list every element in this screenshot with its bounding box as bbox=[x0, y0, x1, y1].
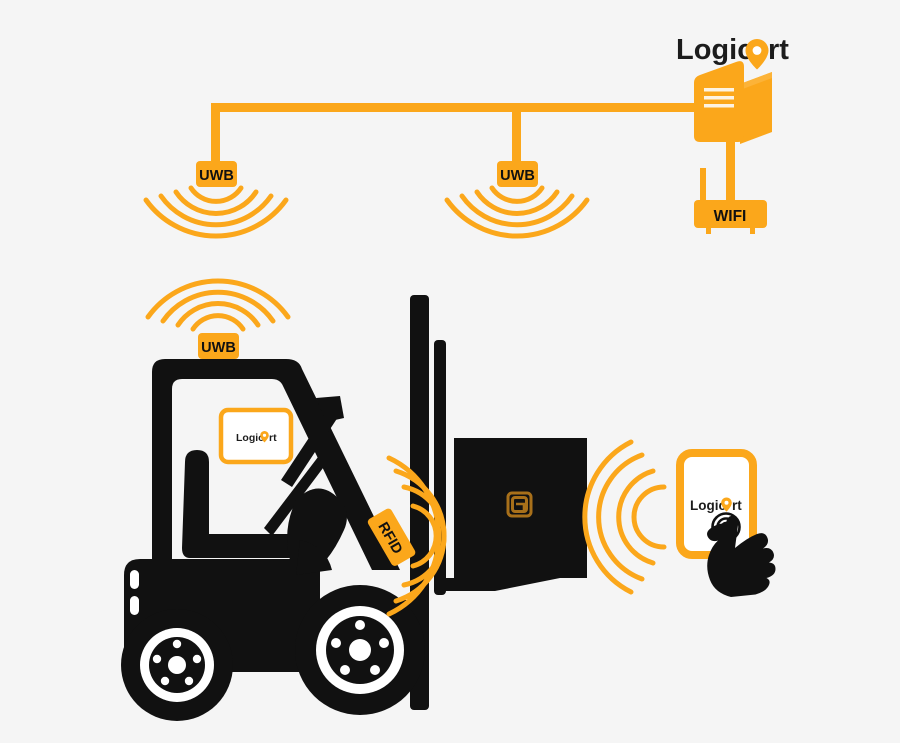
wifi-foot-right bbox=[750, 228, 755, 234]
forklift-display-brand: Logic rt bbox=[236, 431, 277, 444]
server-vent-2 bbox=[704, 96, 734, 100]
forklift-uwb-badge bbox=[198, 333, 239, 359]
bus-drop-anchor-2 bbox=[512, 103, 521, 165]
wifi-foot-left bbox=[706, 228, 711, 234]
chassis-vent-1 bbox=[130, 570, 139, 589]
sidebar-item-uwb-anchor-1[interactable]: UWB bbox=[143, 161, 289, 239]
server-rack-icon bbox=[694, 61, 772, 144]
cargo-pallet[interactable] bbox=[454, 438, 587, 578]
sidebar-item-uwb-anchor-2[interactable]: UWB bbox=[444, 161, 590, 239]
wifi-router-icon bbox=[694, 200, 767, 228]
driver-arm bbox=[296, 540, 332, 575]
forklift-uwb-tag[interactable]: UWB bbox=[145, 278, 291, 359]
server-node[interactable]: Logic rt bbox=[676, 34, 789, 144]
pallet-box bbox=[454, 438, 587, 578]
brand-pin-icon bbox=[745, 39, 769, 70]
uwb-anchor-2-label: UWB bbox=[500, 168, 535, 184]
forklift-display-prefix: Logic bbox=[236, 432, 264, 444]
forklift-display[interactable]: Logic rt bbox=[218, 407, 294, 465]
fork-tine bbox=[434, 470, 560, 591]
forklift-uwb-label: UWB bbox=[201, 340, 236, 356]
wifi-antenna-right bbox=[726, 142, 735, 204]
wifi-antenna-left bbox=[700, 168, 706, 204]
steering-column bbox=[281, 406, 340, 487]
brand-prefix: Logic bbox=[676, 34, 753, 66]
rfid-waves bbox=[386, 455, 447, 617]
server-vent-1 bbox=[704, 88, 734, 92]
uwb-anchor-1-badge bbox=[196, 161, 237, 187]
mobile-brand-suffix: rt bbox=[732, 498, 742, 513]
handheld-terminal[interactable]: Logic rt bbox=[582, 439, 776, 597]
mobile-waves bbox=[582, 439, 667, 595]
bus-trunk-horizontal bbox=[211, 103, 716, 112]
uwb-anchor-1-label: UWB bbox=[199, 168, 234, 184]
server-vent-3 bbox=[704, 104, 734, 108]
cab-frame bbox=[152, 359, 400, 570]
forklift-display-frame bbox=[218, 407, 294, 465]
uwb-anchor-2-waves bbox=[444, 185, 590, 239]
steering-wheel-spoke bbox=[264, 457, 326, 536]
mobile-screen-brand: Logic rt bbox=[690, 497, 742, 513]
chassis-vent-2 bbox=[130, 596, 139, 615]
brand-suffix: rt bbox=[768, 34, 789, 66]
mobile-brand-pin-icon bbox=[721, 497, 732, 512]
bus-drop-anchor-1 bbox=[211, 103, 220, 165]
forklift-wheel-rear bbox=[121, 609, 233, 721]
forklift-uwb-waves bbox=[145, 278, 291, 332]
wifi-label: WIFI bbox=[714, 208, 747, 225]
brand-wordmark: Logic rt bbox=[676, 34, 789, 70]
wifi-router-node[interactable]: WIFI bbox=[694, 142, 767, 234]
forklift[interactable]: Logic rt bbox=[121, 359, 425, 721]
uwb-anchor-1-waves bbox=[143, 185, 289, 239]
hand-pointer-icon bbox=[707, 515, 776, 597]
forklift-wheel-front bbox=[295, 585, 425, 715]
mobile-brand-prefix: Logic bbox=[690, 498, 726, 513]
rfid-chip-icon bbox=[506, 491, 533, 518]
forklift-display-suffix: rt bbox=[269, 432, 277, 444]
uwb-anchor-2-badge bbox=[497, 161, 538, 187]
forklift-display-pin-icon bbox=[260, 431, 269, 443]
